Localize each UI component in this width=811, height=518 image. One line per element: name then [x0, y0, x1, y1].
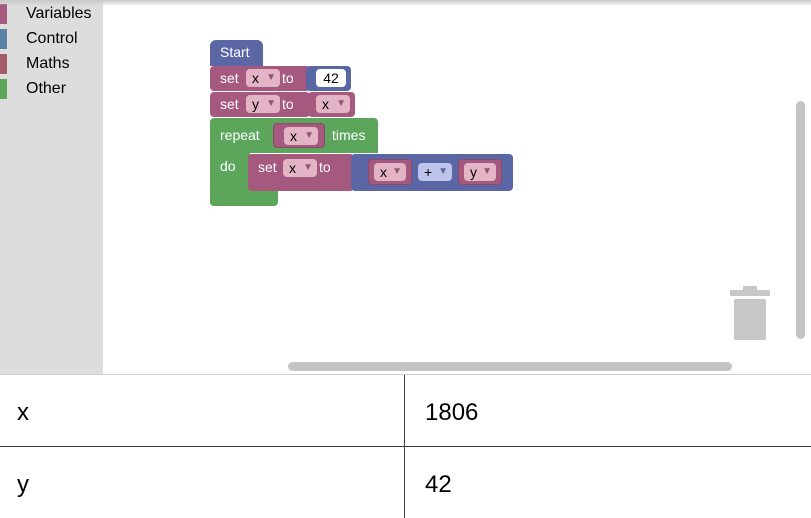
to-label: to: [282, 96, 294, 112]
category-maths[interactable]: Maths: [0, 53, 103, 75]
category-variables-swatch: [0, 4, 7, 24]
set-label: set: [220, 70, 239, 86]
trash-icon[interactable]: [730, 286, 770, 340]
variable-dropdown[interactable]: x ▼: [284, 127, 318, 145]
operator-dropdown[interactable]: + ▼: [418, 163, 452, 181]
dropdown-arrow-icon: ▼: [266, 98, 276, 109]
variable-name: x: [380, 164, 387, 180]
dropdown-arrow-icon: ▼: [304, 130, 314, 141]
toolbox: Variables Control Maths Other: [0, 0, 103, 374]
category-label: Control: [26, 30, 78, 47]
top-shadow: [0, 0, 811, 6]
category-other-swatch: [0, 79, 7, 99]
operator-symbol: +: [424, 164, 433, 180]
set-x-block[interactable]: set x ▼ to: [210, 66, 310, 91]
category-label: Maths: [26, 55, 70, 72]
variable-value-cell: 1806: [425, 399, 479, 426]
variable-get-block[interactable]: x ▼: [308, 92, 355, 117]
variables-table: x 1806 y 42: [0, 374, 811, 518]
category-control-swatch: [0, 29, 7, 49]
table-row: x 1806: [0, 375, 811, 447]
variable-name-cell: y: [17, 471, 29, 498]
variable-name: x: [289, 160, 296, 176]
dropdown-arrow-icon: ▼: [336, 98, 346, 109]
do-label: do: [220, 158, 236, 174]
variable-name: x: [252, 70, 259, 86]
set-y-block[interactable]: set y ▼ to: [210, 92, 310, 117]
category-label: Variables: [26, 5, 92, 22]
arithmetic-block[interactable]: x ▼ + ▼ y ▼: [351, 154, 513, 191]
start-block[interactable]: Start: [210, 40, 263, 66]
category-label: Other: [26, 80, 67, 97]
repeat-label: repeat: [220, 127, 260, 143]
variable-name: x: [290, 128, 297, 144]
variable-get-block[interactable]: x ▼: [273, 123, 325, 148]
dropdown-arrow-icon: ▼: [392, 166, 402, 177]
repeat-block-foot: [210, 190, 278, 206]
category-control[interactable]: Control: [0, 28, 103, 50]
variable-name: y: [252, 96, 259, 112]
table-row: y 42: [0, 447, 811, 518]
start-label: Start: [220, 44, 250, 60]
variable-name: x: [322, 96, 329, 112]
number-field[interactable]: 42: [316, 69, 346, 87]
horizontal-scrollbar[interactable]: [288, 362, 732, 371]
number-block[interactable]: 42: [306, 66, 351, 91]
variable-get-block[interactable]: x ▼: [368, 159, 412, 185]
variable-get-block[interactable]: y ▼: [458, 159, 502, 185]
dropdown-arrow-icon: ▼: [482, 166, 492, 177]
dropdown-arrow-icon: ▼: [438, 166, 448, 177]
variable-value-cell: 42: [425, 471, 452, 498]
dropdown-arrow-icon: ▼: [303, 162, 313, 173]
row-divider: [0, 446, 811, 447]
inner-set-x-block[interactable]: set x ▼ to: [248, 154, 354, 191]
block-workspace[interactable]: Start set x ▼ to 42 set y ▼ to x ▼ repea…: [103, 0, 811, 374]
variable-name: y: [470, 164, 477, 180]
variable-dropdown[interactable]: x ▼: [246, 69, 280, 87]
repeat-block[interactable]: repeat x ▼ times: [210, 118, 378, 153]
variable-dropdown[interactable]: y ▼: [246, 95, 280, 113]
to-label: to: [282, 70, 294, 86]
category-maths-swatch: [0, 54, 7, 74]
variable-dropdown[interactable]: x ▼: [283, 159, 317, 177]
set-label: set: [258, 159, 277, 175]
variable-name-cell: x: [17, 399, 29, 426]
variable-dropdown[interactable]: x ▼: [374, 163, 406, 181]
category-other[interactable]: Other: [0, 78, 103, 100]
times-label: times: [332, 127, 366, 143]
set-label: set: [220, 96, 239, 112]
variable-dropdown[interactable]: x ▼: [316, 95, 350, 113]
vertical-scrollbar[interactable]: [796, 101, 805, 339]
category-variables[interactable]: Variables: [0, 3, 103, 25]
dropdown-arrow-icon: ▼: [266, 72, 276, 83]
to-label: to: [319, 159, 331, 175]
variable-dropdown[interactable]: y ▼: [464, 163, 496, 181]
